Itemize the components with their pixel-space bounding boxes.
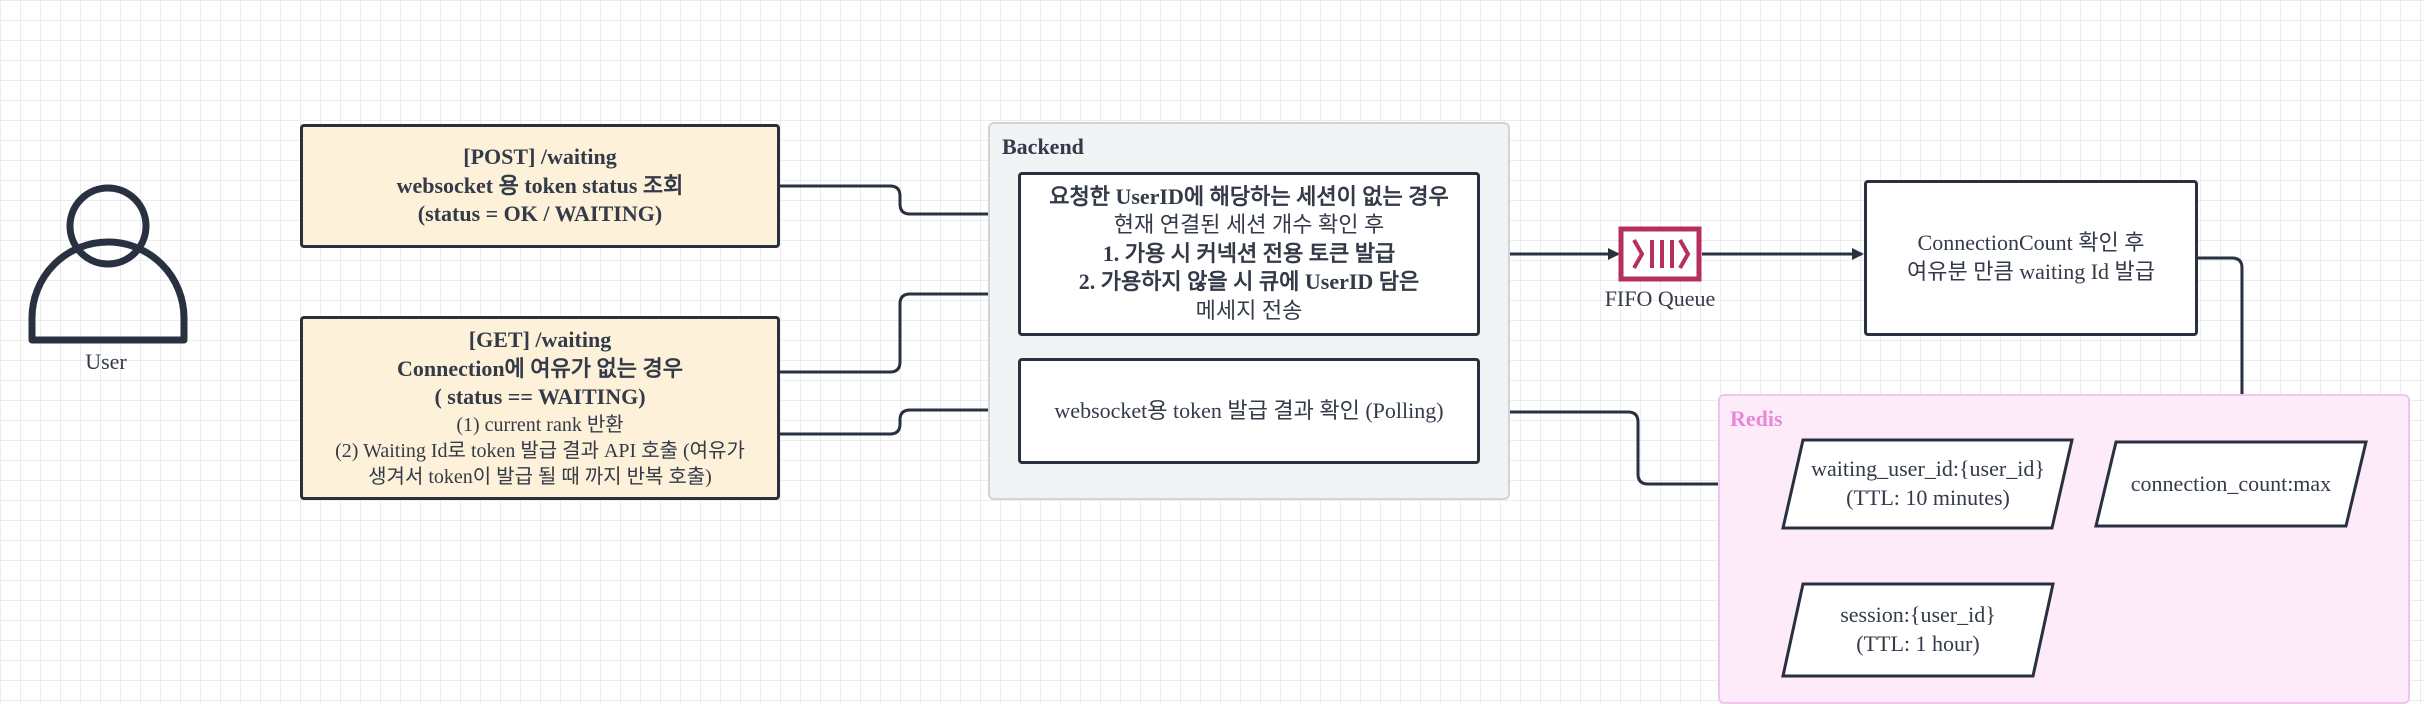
redis-title: Redis	[1730, 406, 1783, 431]
get-step-1: (1) current rank 반환	[456, 413, 624, 436]
session-check-line-4: 2. 가용하지 않을 시 큐에 UserID 담은	[1078, 269, 1420, 295]
post-endpoint: [POST] /waiting	[463, 144, 617, 170]
session-check-line-2: 현재 연결된 세션 개수 확인 후	[1113, 212, 1385, 238]
waiting-key-ttl: (TTL: 10 minutes)	[1846, 485, 2010, 510]
get-waiting-box[interactable]: [GET] /waiting Connection에 여유가 없는 경우 ( s…	[300, 316, 780, 500]
waiting-key-name: waiting_user_id:{user_id}	[1811, 456, 2045, 482]
session-check-line-1: 요청한 UserID에 해당하는 세션이 없는 경우	[1049, 183, 1449, 209]
session-key-name: session:{user_id}	[1840, 602, 1996, 628]
session-key-shape	[1781, 582, 2055, 678]
arrow-waiting-to-polling	[1480, 406, 1792, 486]
backend-title: Backend	[1002, 134, 1084, 159]
session-check-line-5: 메세지 전송	[1195, 297, 1303, 323]
user-label: User	[85, 349, 127, 374]
waiting-key[interactable]: waiting_user_id:{user_id} (TTL: 10 minut…	[1793, 440, 2063, 528]
connection-count-line-2: 여유분 만큼 waiting Id 발급	[1907, 259, 2155, 284]
waiting-key-shape	[1781, 438, 2074, 530]
fifo-queue-icon	[1618, 226, 1702, 282]
session-check-line-3: 1. 가용 시 커넥션 전용 토큰 발급	[1102, 240, 1396, 266]
polling-box[interactable]: websocket용 token 발급 결과 확인 (Polling)	[1018, 358, 1480, 464]
count-key-shape	[2094, 440, 2368, 528]
get-status: ( status == WAITING)	[434, 384, 646, 410]
user-icon	[28, 184, 188, 344]
post-waiting-box[interactable]: [POST] /waiting websocket 용 token status…	[300, 124, 780, 248]
post-status: (status = OK / WAITING)	[417, 201, 663, 227]
get-step-2-cont: 생겨서 token이 발급 될 때 까지 반복 호출)	[368, 465, 712, 488]
arrow-get-to-polling	[780, 404, 1020, 436]
session-key-ttl: (TTL: 1 hour)	[1856, 631, 1980, 656]
session-key[interactable]: session:{user_id} (TTL: 1 hour)	[1793, 584, 2043, 676]
post-desc: websocket 용 token status 조회	[396, 172, 684, 198]
arrow-get-to-check	[780, 288, 1020, 374]
fifo-queue-label: FIFO Queue	[1604, 286, 1716, 311]
get-endpoint: [GET] /waiting	[468, 327, 612, 353]
polling-label: websocket용 token 발급 결과 확인 (Polling)	[1054, 397, 1444, 423]
session-check-box[interactable]: 요청한 UserID에 해당하는 세션이 없는 경우 현재 연결된 세션 개수 …	[1018, 172, 1480, 336]
arrow-post-to-check	[780, 184, 1020, 220]
line-count-to-redis	[2198, 256, 2244, 442]
connection-count-box[interactable]: ConnectionCount 확인 후 여유분 만큼 waiting Id 발…	[1864, 180, 2198, 336]
get-condition: Connection에 여유가 없는 경우	[397, 355, 683, 381]
connection-count-line-1: ConnectionCount 확인 후	[1917, 230, 2145, 256]
connection-count-key-name: connection_count:max	[2130, 470, 2332, 496]
get-step-2: (2) Waiting Id로 token 발급 결과 API 호출 (여유가	[335, 439, 745, 462]
connection-count-key[interactable]: connection_count:max	[2106, 442, 2356, 526]
